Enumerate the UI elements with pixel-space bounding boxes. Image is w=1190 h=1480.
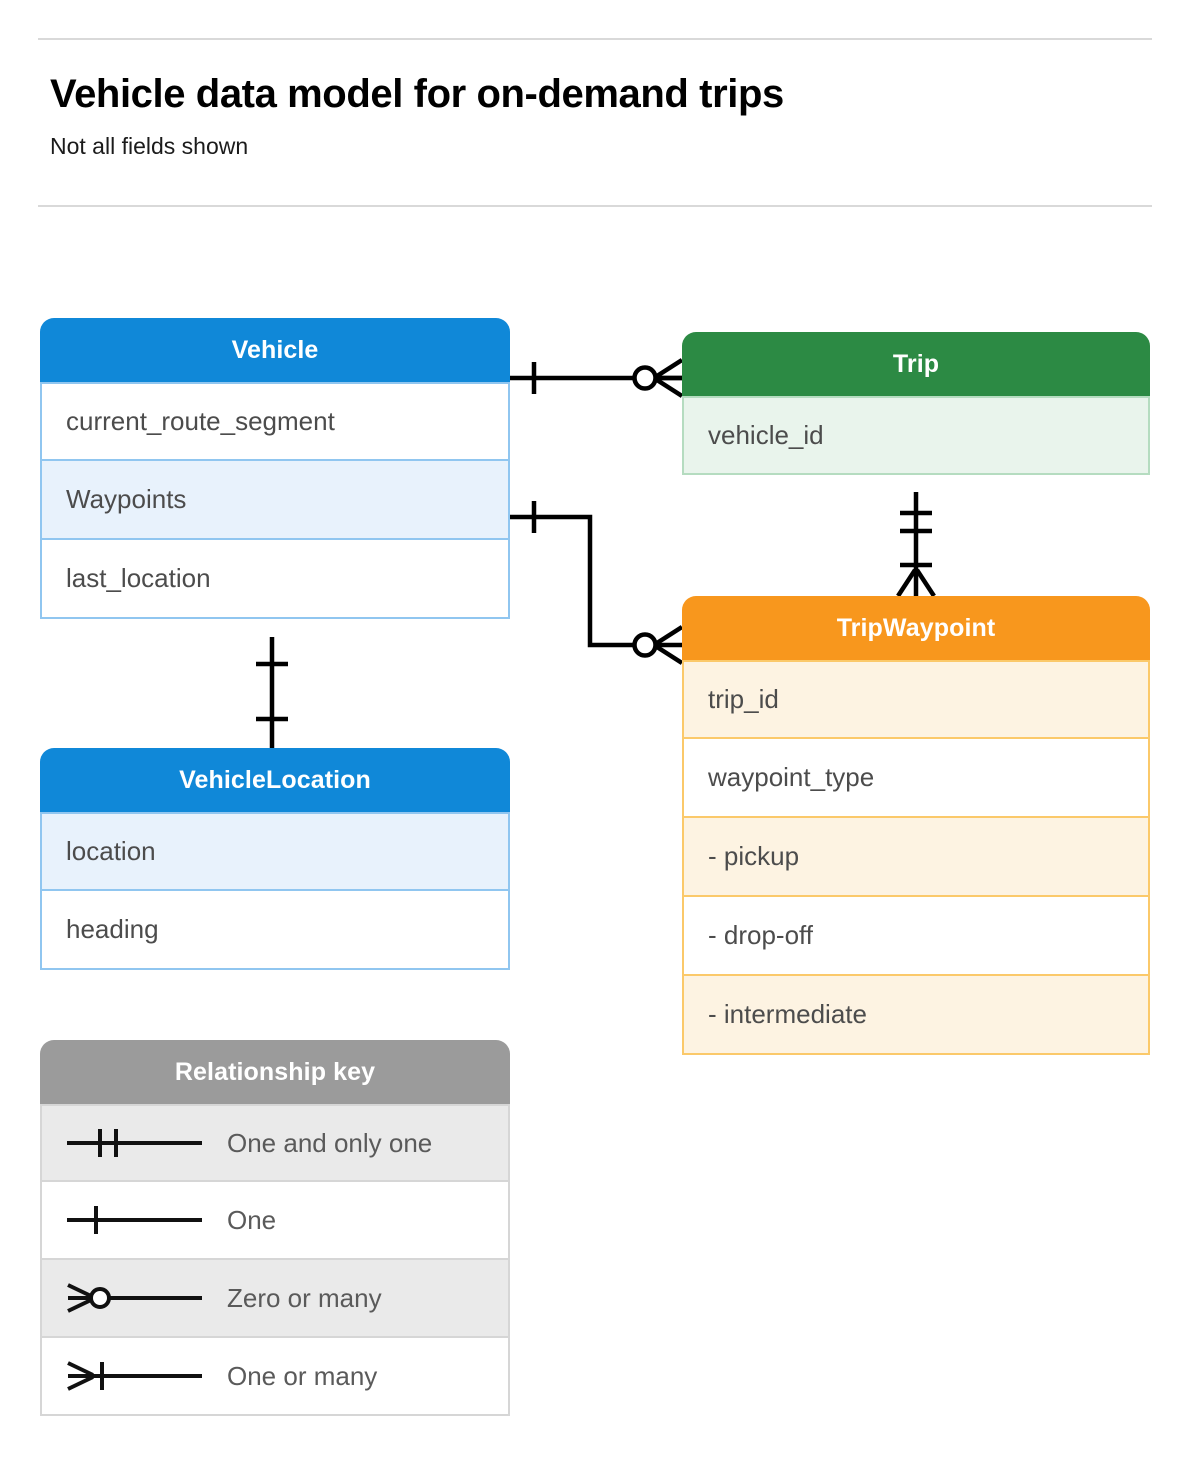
legend-label-one-and-only-one: One and only one	[227, 1127, 433, 1158]
connector-trip-tripwaypoint	[896, 492, 936, 598]
legend-item-one-and-only-one[interactable]: One and only one	[40, 1104, 510, 1182]
zero-or-many-icon	[42, 1278, 227, 1318]
relationship-key-title: Relationship key	[40, 1040, 510, 1104]
entity-trip-waypoint-field-trip-id[interactable]: trip_id	[682, 660, 1150, 739]
legend-label-one-or-many: One or many	[227, 1360, 378, 1391]
relationship-key-legend[interactable]: Relationship key One and only one One	[40, 1040, 510, 1416]
entity-trip[interactable]: Trip vehicle_id	[682, 332, 1150, 475]
one-icon	[42, 1200, 227, 1240]
entity-trip-waypoint-title: TripWaypoint	[682, 596, 1150, 660]
page-title: Vehicle data model for on-demand trips	[50, 72, 784, 116]
entity-trip-waypoint-value-pickup[interactable]: - pickup	[682, 818, 1150, 897]
entity-vehicle-field-waypoints[interactable]: Waypoints	[40, 461, 510, 540]
one-or-many-icon	[42, 1356, 227, 1396]
entity-vehicle-title: Vehicle	[40, 318, 510, 382]
entity-vehicle-location-field-location[interactable]: location	[40, 812, 510, 891]
entity-vehicle[interactable]: Vehicle current_route_segment Waypoints …	[40, 318, 510, 619]
entity-vehicle-field-last-location[interactable]: last_location	[40, 540, 510, 619]
legend-item-one[interactable]: One	[40, 1182, 510, 1260]
entity-trip-field-vehicle-id[interactable]: vehicle_id	[682, 396, 1150, 475]
entity-vehicle-location[interactable]: VehicleLocation location heading	[40, 748, 510, 970]
entity-vehicle-field-current-route-segment[interactable]: current_route_segment	[40, 382, 510, 461]
entity-vehicle-location-field-heading[interactable]: heading	[40, 891, 510, 970]
entity-vehicle-location-title: VehicleLocation	[40, 748, 510, 812]
legend-item-one-or-many[interactable]: One or many	[40, 1338, 510, 1416]
connector-vehicle-trip	[510, 358, 684, 398]
one-and-only-one-icon	[42, 1123, 227, 1163]
entity-trip-waypoint[interactable]: TripWaypoint trip_id waypoint_type - pic…	[682, 596, 1150, 1055]
legend-item-zero-or-many[interactable]: Zero or many	[40, 1260, 510, 1338]
entity-trip-waypoint-value-intermediate[interactable]: - intermediate	[682, 976, 1150, 1055]
header-divider-top	[38, 38, 1152, 40]
connector-waypoints-tripwaypoint	[510, 501, 684, 665]
page-subtitle: Not all fields shown	[50, 133, 249, 159]
legend-label-zero-or-many: Zero or many	[227, 1282, 382, 1313]
legend-label-one: One	[227, 1204, 277, 1235]
header-divider-bottom	[38, 205, 1152, 207]
connector-vehicle-vehiclelocation	[256, 637, 288, 748]
entity-trip-waypoint-field-waypoint-type[interactable]: waypoint_type	[682, 739, 1150, 818]
entity-trip-waypoint-value-drop-off[interactable]: - drop-off	[682, 897, 1150, 976]
entity-trip-title: Trip	[682, 332, 1150, 396]
